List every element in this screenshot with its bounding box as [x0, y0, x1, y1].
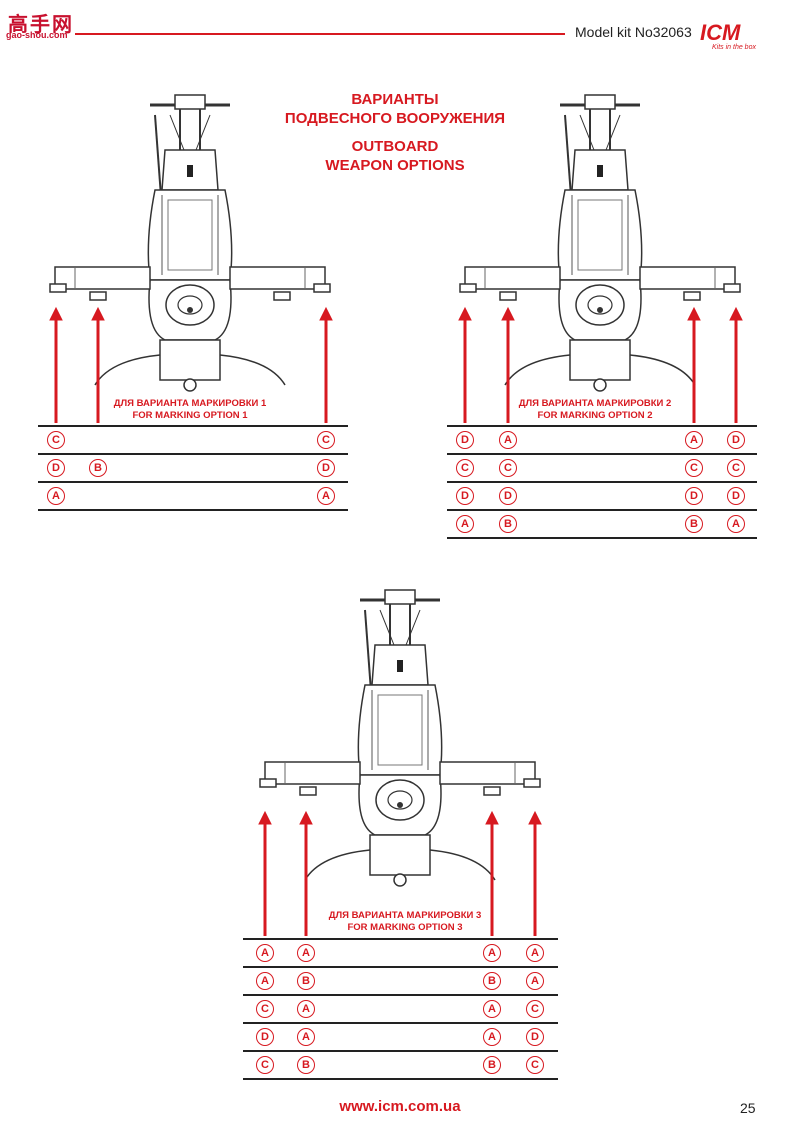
table-row-line: [243, 1078, 558, 1080]
option-2-row-3-weapon-d: D: [727, 487, 745, 505]
option-2-row-2-weapon-c: C: [499, 459, 517, 477]
table-row-line: [243, 1022, 558, 1024]
website-url[interactable]: www.icm.com.ua: [339, 1098, 461, 1115]
arrow-head: [501, 306, 515, 321]
icm-logo-tagline: Kits in the box: [712, 44, 756, 51]
option2-label-ru: ДЛЯ ВАРИАНТА МАРКИРОВКИ 2: [518, 398, 672, 409]
header-rule: [75, 33, 565, 35]
option-1-row-2-weapon-b: B: [89, 459, 107, 477]
option-1-row-3-weapon-a: A: [317, 487, 335, 505]
option-1-row-3-weapon-a: A: [47, 487, 65, 505]
table-row-line: [447, 509, 757, 511]
arrow-head: [528, 810, 542, 825]
table-row-line: [38, 481, 348, 483]
title-en-line1: OUTBOARD: [351, 138, 439, 155]
option-3-row-1-weapon-a: A: [483, 944, 501, 962]
table-top-line: [243, 938, 558, 940]
option-3-row-1-weapon-a: A: [256, 944, 274, 962]
table-row-line: [447, 453, 757, 455]
table-row-line: [38, 509, 348, 511]
arrow-head: [49, 306, 63, 321]
icm-logo: ICM: [700, 20, 741, 45]
option3-label-en: FOR MARKING OPTION 3: [347, 922, 463, 933]
table-row-line: [243, 966, 558, 968]
option-3-row-4-weapon-a: A: [297, 1028, 315, 1046]
option-3-row-5-weapon-c: C: [256, 1056, 274, 1074]
table-top-line: [447, 425, 757, 427]
option-2-row-4-weapon-b: B: [685, 515, 703, 533]
option-3-row-3-weapon-a: A: [297, 1000, 315, 1018]
option1-label-ru: ДЛЯ ВАРИАНТА МАРКИРОВКИ 1: [113, 398, 267, 409]
arrow-head: [299, 810, 313, 825]
arrow-head: [485, 810, 499, 825]
watermark-logo: 高手网: [8, 12, 74, 36]
option-2-row-4-weapon-a: A: [727, 515, 745, 533]
option-3-row-4-weapon-a: A: [483, 1028, 501, 1046]
table-row-line: [447, 537, 757, 539]
option-3-row-2-weapon-b: B: [297, 972, 315, 990]
option-2-row-3-weapon-d: D: [685, 487, 703, 505]
table-row-line: [243, 994, 558, 996]
option-2-row-2-weapon-c: C: [727, 459, 745, 477]
option-3-row-3-weapon-c: C: [256, 1000, 274, 1018]
option-3-row-1-weapon-a: A: [526, 944, 544, 962]
arrow-head: [319, 306, 333, 321]
option-2-row-2-weapon-c: C: [685, 459, 703, 477]
option3-label-ru: ДЛЯ ВАРИАНТА МАРКИРОВКИ 3: [328, 910, 482, 921]
option-2-row-3-weapon-d: D: [499, 487, 517, 505]
title-ru-line2: ПОДВЕСНОГО ВООРУЖЕНИЯ: [284, 110, 506, 127]
option-2-row-1-weapon-d: D: [456, 431, 474, 449]
option-3-row-4-weapon-d: D: [256, 1028, 274, 1046]
option-2-row-4-weapon-b: B: [499, 515, 517, 533]
table-row-line: [38, 453, 348, 455]
option-2-row-2-weapon-c: C: [456, 459, 474, 477]
option-3-row-1-weapon-a: A: [297, 944, 315, 962]
arrow-head: [687, 306, 701, 321]
table-top-line: [38, 425, 348, 427]
option-3-row-5-weapon-b: B: [483, 1056, 501, 1074]
option-3-row-5-weapon-b: B: [297, 1056, 315, 1074]
arrow-head: [91, 306, 105, 321]
arrow-head: [258, 810, 272, 825]
watermark-url: gao-shou.com: [6, 30, 68, 40]
option-3-row-2-weapon-a: A: [526, 972, 544, 990]
option-3-row-3-weapon-a: A: [483, 1000, 501, 1018]
option-3-row-4-weapon-d: D: [526, 1028, 544, 1046]
option1-label-en: FOR MARKING OPTION 1: [132, 410, 248, 421]
page-number: 25: [740, 1100, 756, 1116]
arrow-head: [458, 306, 472, 321]
option-3-row-2-weapon-b: B: [483, 972, 501, 990]
option-3-row-2-weapon-a: A: [256, 972, 274, 990]
table-row-line: [447, 481, 757, 483]
arrow-head: [729, 306, 743, 321]
model-kit-number: Model kit No32063: [575, 24, 692, 40]
title-en-line2: WEAPON OPTIONS: [325, 157, 465, 174]
option2-label-en: FOR MARKING OPTION 2: [537, 410, 653, 421]
option-1-row-1-weapon-c: C: [47, 431, 65, 449]
option-2-row-1-weapon-d: D: [727, 431, 745, 449]
option-1-row-2-weapon-d: D: [47, 459, 65, 477]
option-3-row-5-weapon-c: C: [526, 1056, 544, 1074]
option-2-row-3-weapon-d: D: [456, 487, 474, 505]
option-2-row-1-weapon-a: A: [499, 431, 517, 449]
title-ru-line1: ВАРИАНТЫ: [351, 91, 439, 108]
table-row-line: [243, 1050, 558, 1052]
option-3-row-3-weapon-c: C: [526, 1000, 544, 1018]
option-2-row-1-weapon-a: A: [685, 431, 703, 449]
option-1-row-1-weapon-c: C: [317, 431, 335, 449]
option-2-row-4-weapon-a: A: [456, 515, 474, 533]
option-1-row-2-weapon-d: D: [317, 459, 335, 477]
